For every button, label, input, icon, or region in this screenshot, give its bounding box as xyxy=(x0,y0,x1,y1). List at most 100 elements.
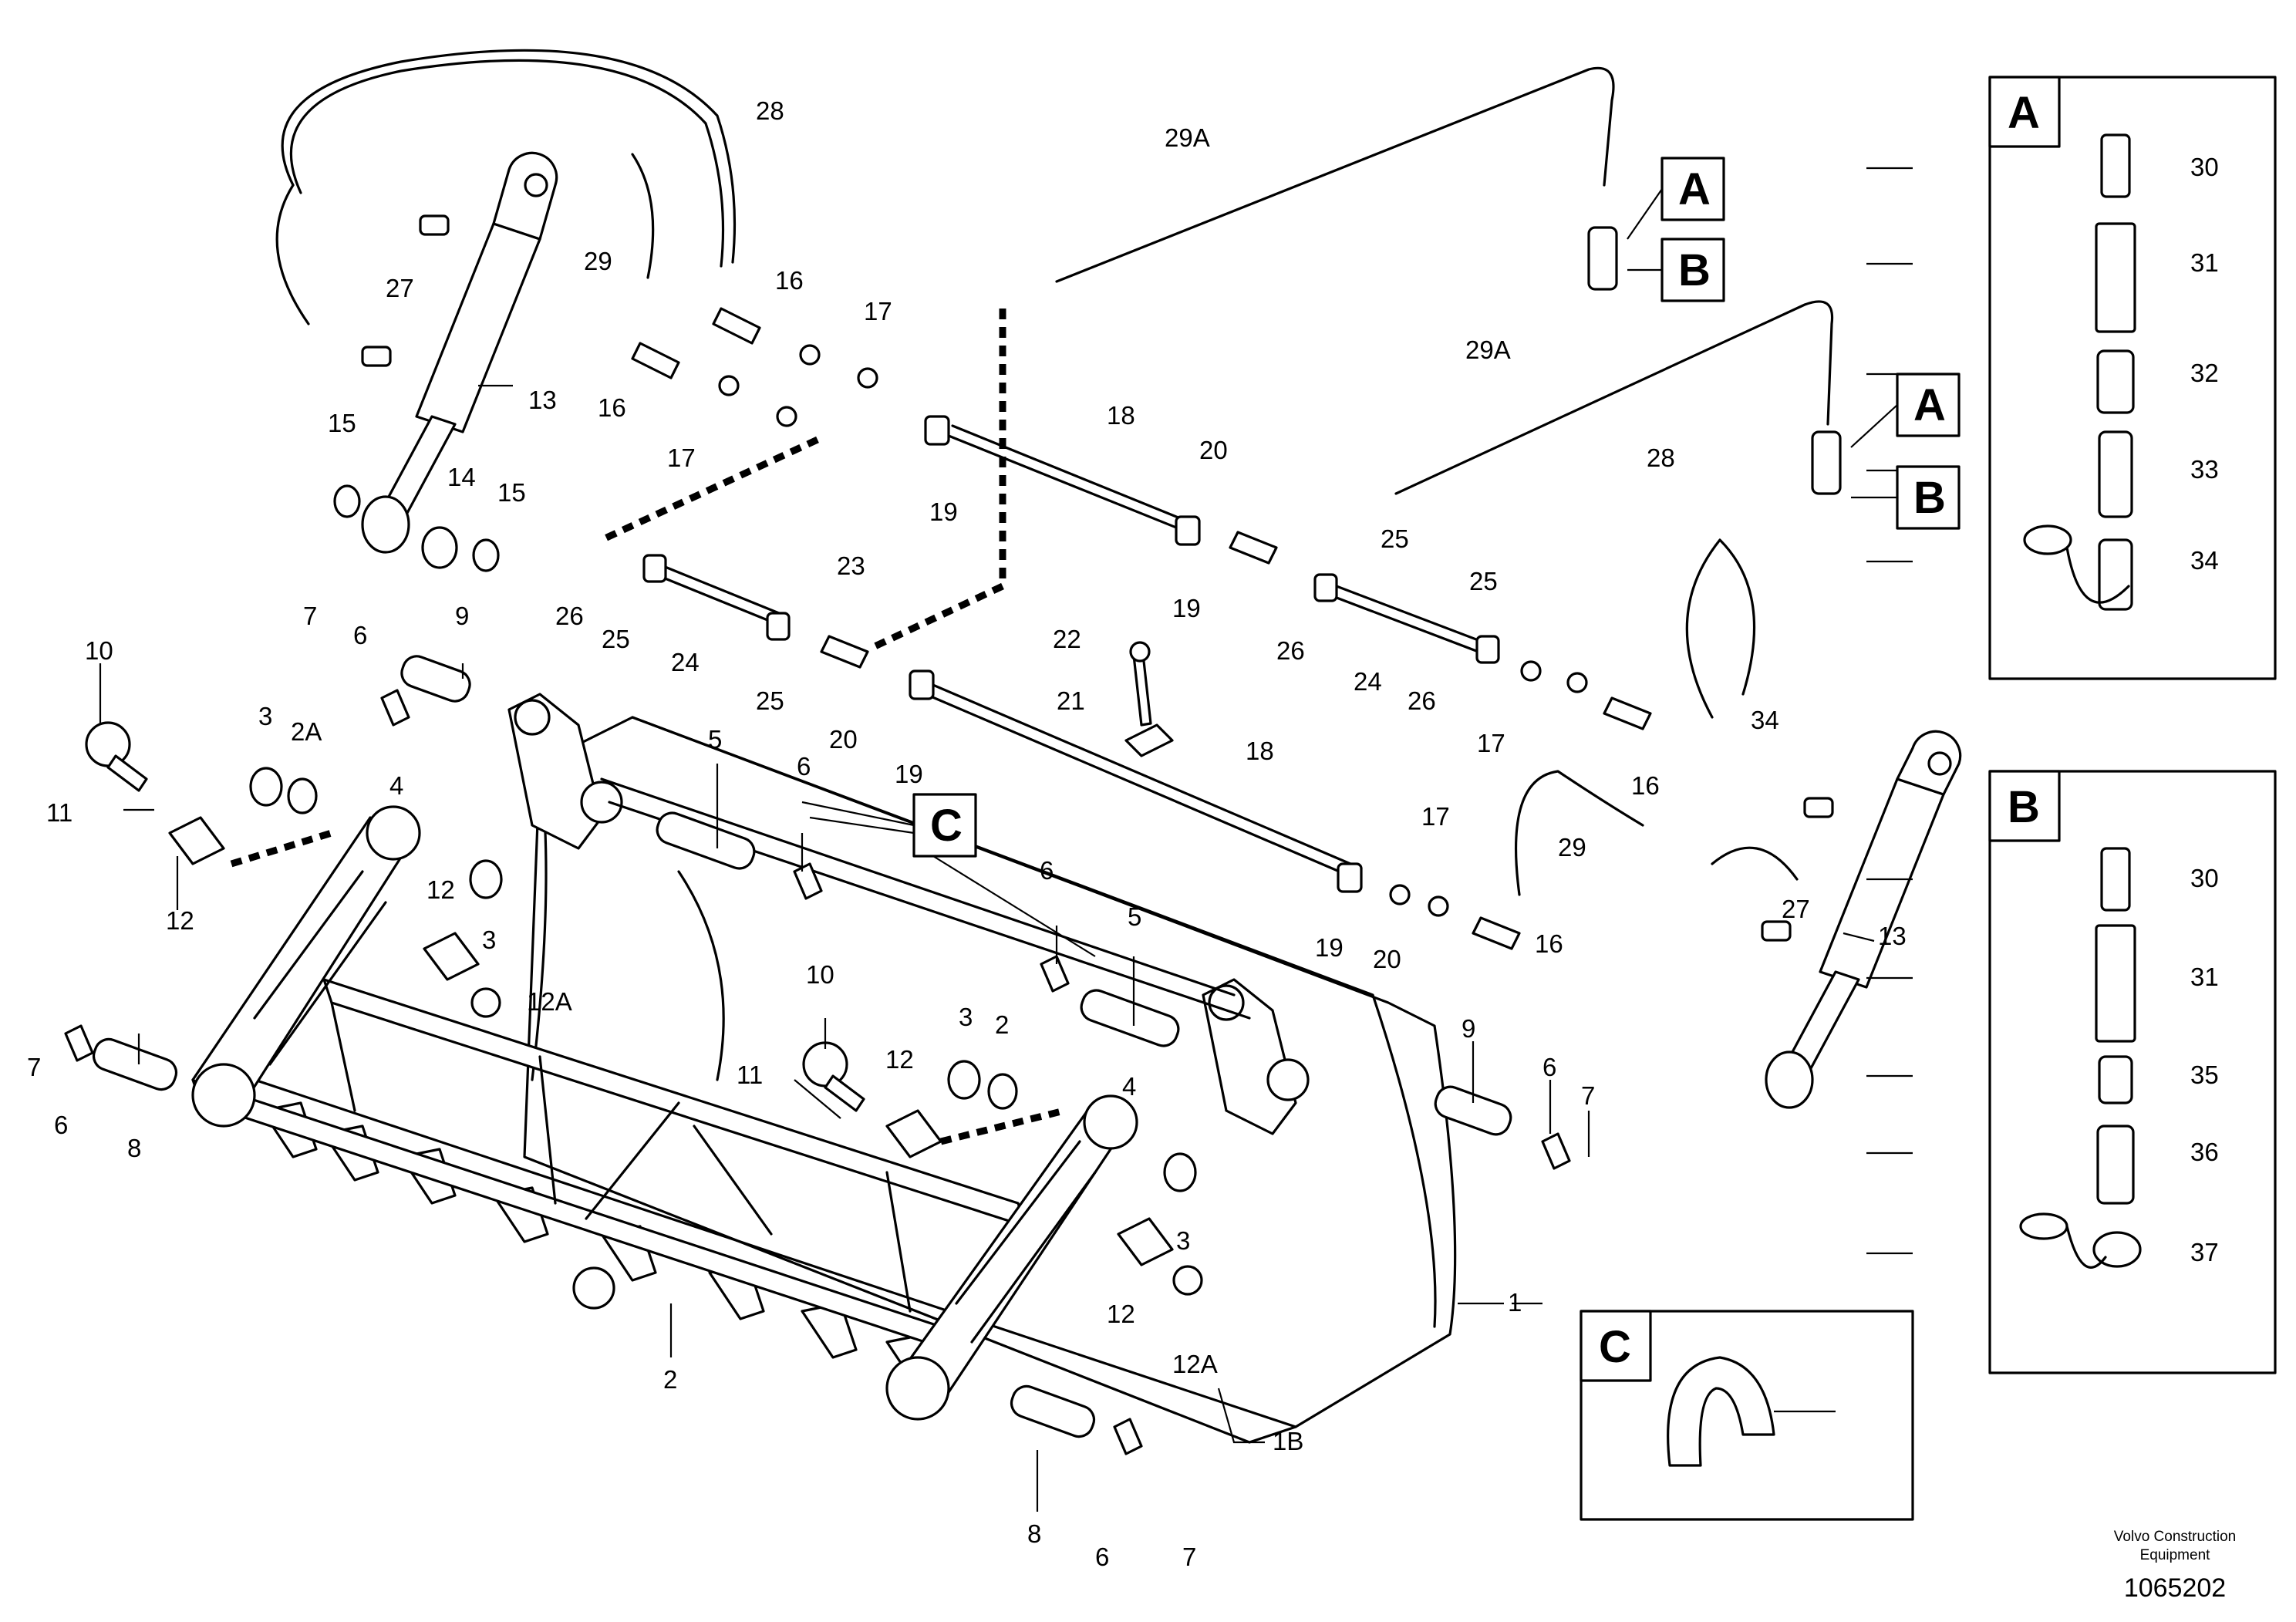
callout-16-right: 16 xyxy=(1631,771,1660,800)
callout-1B: 1B xyxy=(1273,1427,1303,1455)
callout-2: 2 xyxy=(663,1365,677,1394)
callout-26-mid: 26 xyxy=(1276,636,1305,665)
callout-2A: 2A xyxy=(291,717,322,746)
callout-17: 17 xyxy=(864,297,892,325)
callout-21: 21 xyxy=(1057,686,1085,715)
callout-15: 15 xyxy=(328,409,356,437)
callout-26-right: 26 xyxy=(1408,686,1436,715)
callout-20: 20 xyxy=(1199,436,1228,464)
callout-17-right: 17 xyxy=(1477,729,1505,757)
detail-A-title: A xyxy=(2008,88,2040,138)
marker-B-upper: B xyxy=(1678,245,1711,295)
callout-12-right: 12 xyxy=(885,1045,914,1074)
callout-16-lower: 16 xyxy=(1535,929,1563,958)
callout-31-B: 31 xyxy=(2190,963,2219,991)
detail-B-panel: B 30 31 35 36 37 xyxy=(1988,770,2277,1374)
callout-20-low: 20 xyxy=(829,725,858,754)
callout-6-left: 6 xyxy=(54,1111,68,1139)
footer-maker-line1: Volvo Construction xyxy=(2114,1529,2236,1545)
detail-C-title: C xyxy=(1599,1322,1631,1372)
callout-29A-right: 29A xyxy=(1465,336,1511,364)
callout-4-right: 4 xyxy=(1122,1072,1136,1101)
callout-25: 25 xyxy=(602,625,630,653)
callout-1: 1 xyxy=(1508,1288,1522,1317)
footer-maker-line2: Equipment xyxy=(2140,1547,2211,1563)
callout-5-right: 5 xyxy=(1128,902,1141,931)
detail-B-title-box xyxy=(1988,770,2061,842)
hydraulic-hoses xyxy=(275,49,1834,896)
callout-6: 6 xyxy=(353,621,367,649)
marker-A-lower-box xyxy=(1896,373,1961,437)
callout-29: 29 xyxy=(584,247,612,275)
callout-12-lower: 12 xyxy=(1107,1300,1135,1328)
callout-6-bottom: 6 xyxy=(1095,1543,1109,1571)
callout-25-mid: 25 xyxy=(756,686,784,715)
callout-19: 19 xyxy=(929,497,958,526)
grapple-frame xyxy=(191,805,1138,1421)
callout-30-B: 30 xyxy=(2190,864,2219,892)
marker-B-lower: B xyxy=(1913,473,1946,523)
drawing-number: 1065202 xyxy=(2124,1573,2226,1603)
callout-27-right: 27 xyxy=(1782,895,1810,923)
callout-19-right: 19 xyxy=(1315,933,1344,962)
callout-6-right: 6 xyxy=(1040,856,1054,885)
callout-9-right: 9 xyxy=(1462,1014,1475,1043)
callout-18-lower: 18 xyxy=(1246,737,1274,765)
marker-A-lower: A xyxy=(1913,380,1946,430)
callout-28: 28 xyxy=(756,96,784,125)
marker-A-upper: A xyxy=(1678,164,1711,214)
callout-35: 35 xyxy=(2190,1061,2219,1089)
detail-A-panel: A 30 31 32 33 34 xyxy=(1988,76,2277,680)
callout-25-right2: 25 xyxy=(1469,567,1498,595)
marker-B-lower-box xyxy=(1896,465,1961,530)
callout-17-left: 17 xyxy=(667,443,696,472)
callout-11-right: 11 xyxy=(737,1061,763,1089)
bucket-pivot-ears xyxy=(507,693,1310,1135)
detail-A-title-box xyxy=(1988,76,2061,148)
callout-26: 26 xyxy=(555,602,584,630)
callout-9: 9 xyxy=(455,602,469,630)
callout-8-bottom: 8 xyxy=(1027,1519,1041,1548)
callout-20-right: 20 xyxy=(1373,945,1401,973)
callout-7: 7 xyxy=(303,602,317,630)
callout-3-right: 3 xyxy=(959,1003,973,1031)
callout-34: 34 xyxy=(1751,706,1779,734)
callout-37: 37 xyxy=(2190,1238,2219,1266)
callout-31: 31 xyxy=(2190,248,2219,277)
callout-18: 18 xyxy=(1107,401,1135,430)
callout-22: 22 xyxy=(1053,625,1081,653)
detail-C-panel: C xyxy=(1580,1310,1914,1521)
callout-33: 33 xyxy=(2190,455,2219,484)
callout-13-right: 13 xyxy=(1878,922,1907,950)
callout-24-right: 24 xyxy=(1354,667,1382,696)
marker-A-upper-box xyxy=(1660,157,1725,221)
callout-4: 4 xyxy=(389,771,403,800)
callout-25-right: 25 xyxy=(1381,524,1409,553)
callout-17-lower: 17 xyxy=(1421,802,1450,831)
callout-29A: 29A xyxy=(1165,123,1210,152)
callout-12A: 12A xyxy=(527,987,572,1016)
callout-12: 12 xyxy=(166,906,194,935)
footer-block: Volvo Construction Equipment 1065202 xyxy=(2114,1529,2236,1603)
callout-labels: 1 1A 1B 2 2 2A 3 3 3 3 4 4 5 5 6 6 6 6 6… xyxy=(27,96,1907,1571)
callout-10: 10 xyxy=(85,636,113,665)
callout-16-left: 16 xyxy=(598,393,626,422)
callout-28-right: 28 xyxy=(1647,443,1675,472)
callout-12-mid: 12 xyxy=(426,875,455,904)
callout-2-right: 2 xyxy=(995,1010,1009,1039)
callout-8: 8 xyxy=(127,1134,141,1162)
callout-13: 13 xyxy=(528,386,557,414)
callout-24: 24 xyxy=(671,648,700,676)
callout-7-left: 7 xyxy=(27,1053,41,1081)
callout-34-detail: 34 xyxy=(2190,546,2219,575)
callout-14: 14 xyxy=(447,463,476,491)
callout-7-right: 7 xyxy=(1581,1081,1595,1110)
callout-23: 23 xyxy=(837,551,865,580)
callout-19-mid: 19 xyxy=(1172,594,1201,622)
callout-29-right: 29 xyxy=(1558,833,1586,862)
callout-11: 11 xyxy=(46,798,72,827)
hydraulic-cylinder-left xyxy=(361,151,558,554)
callout-30: 30 xyxy=(2190,153,2219,181)
callout-3: 3 xyxy=(258,702,272,730)
